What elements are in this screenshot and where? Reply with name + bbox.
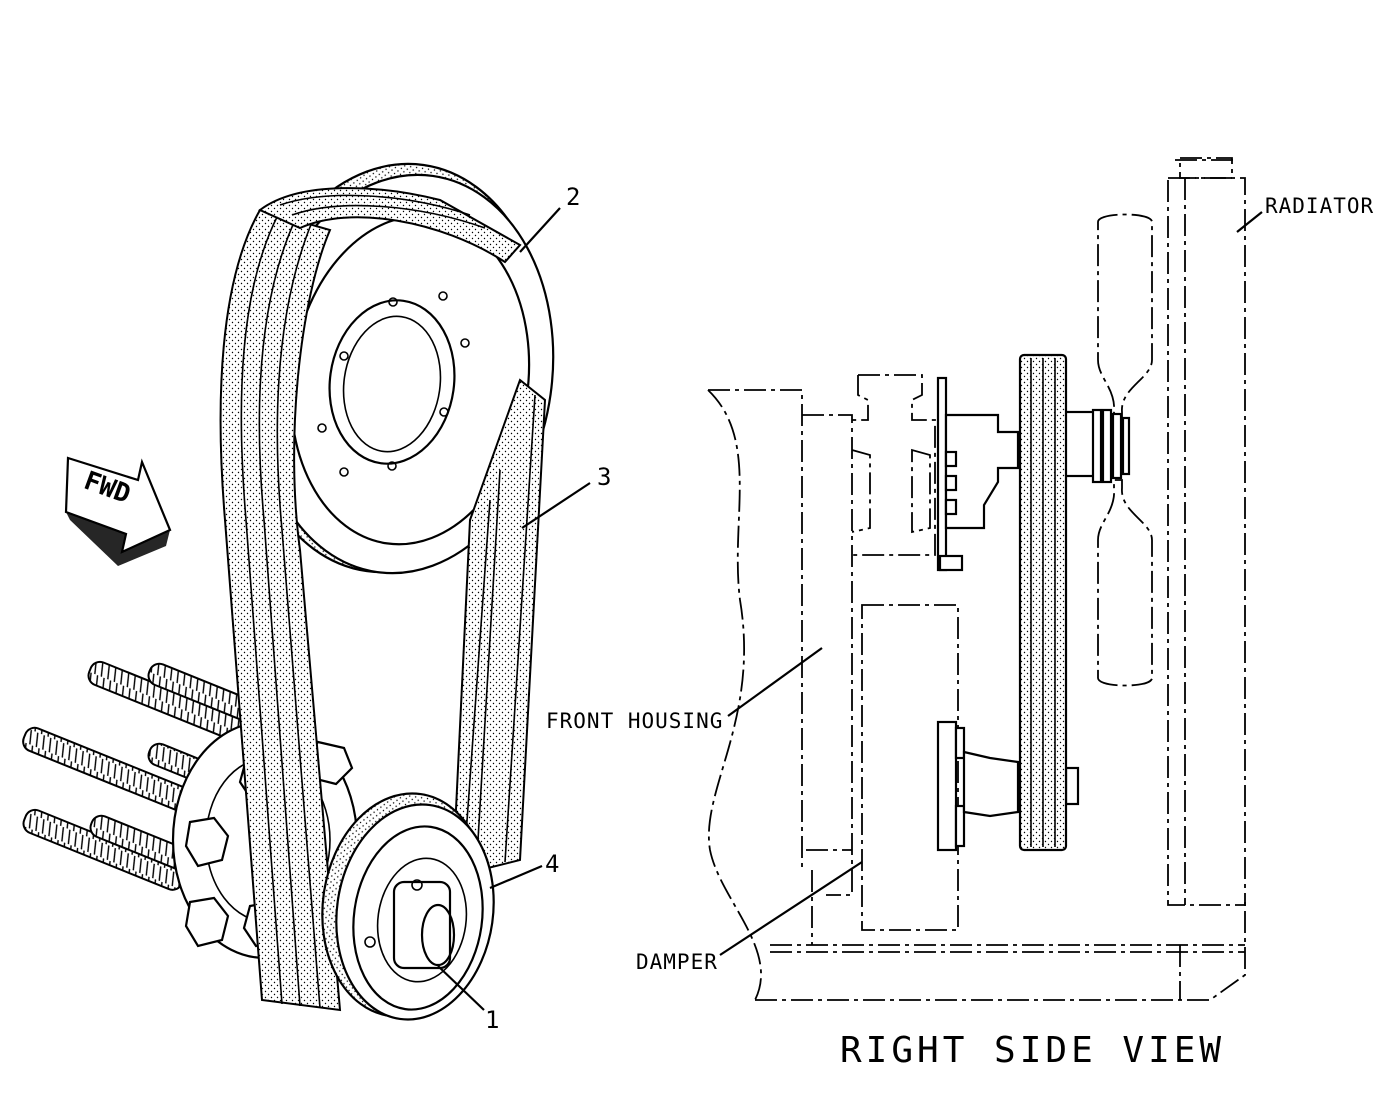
damper-label: DAMPER [636, 950, 718, 974]
callout-4: 4 [545, 850, 559, 878]
radiator-outline [1167, 157, 1246, 906]
radiator-label: RADIATOR [1265, 194, 1374, 218]
view-title: RIGHT SIDE VIEW [840, 1030, 1225, 1071]
lower-pulley [321, 792, 495, 1021]
damper-outline [861, 604, 959, 931]
upper-bracket [851, 374, 1020, 572]
callout-leaders [437, 207, 591, 1011]
drive-belts [219, 187, 547, 1012]
front-housing-outline [707, 389, 853, 1001]
front-housing-label: FRONT HOUSING [546, 709, 723, 733]
callout-3: 3 [597, 463, 611, 491]
pulley-bolt-holes [317, 291, 470, 477]
frame-base-outline [755, 900, 1246, 1001]
belt-side [1018, 353, 1068, 852]
crank-pulley-side [936, 720, 1080, 852]
label-leaders [719, 211, 1263, 956]
callout-2: 2 [566, 183, 580, 211]
fan-hub [1063, 408, 1131, 484]
callout-1: 1 [485, 1006, 499, 1034]
fan-blades-outline [1097, 213, 1153, 687]
fwd-arrow-icon: FWD [64, 456, 172, 566]
